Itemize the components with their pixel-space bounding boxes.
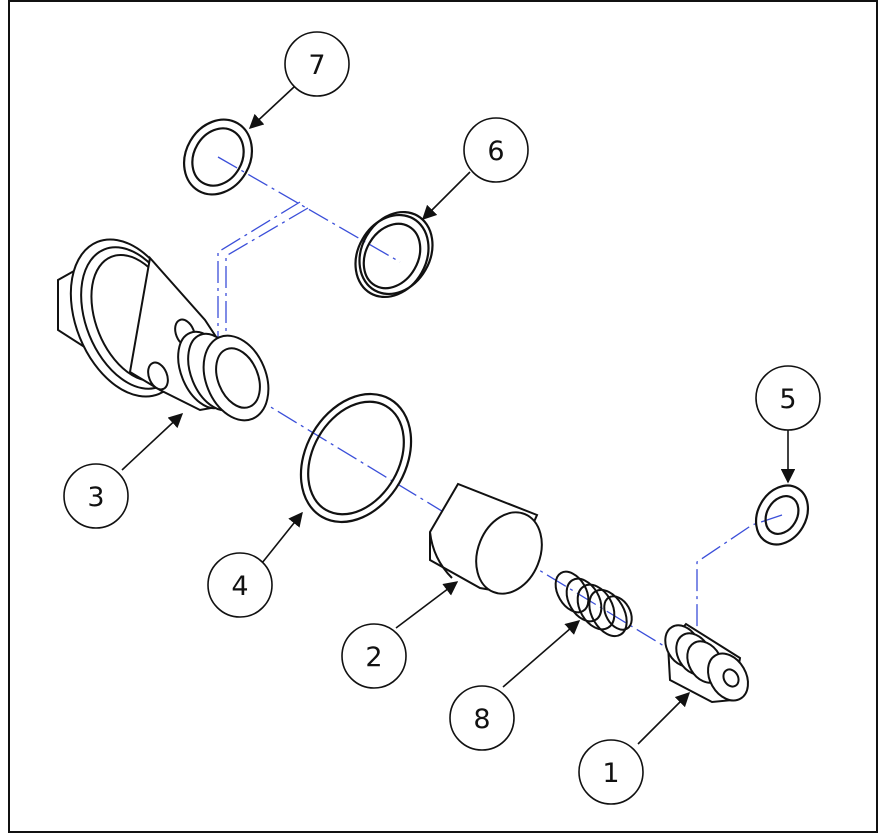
part-small-washer-5 [754,484,810,546]
leader-lines [121,86,796,745]
balloon-3: 3 [63,463,129,529]
leader-2 [395,581,459,629]
balloon-8: 8 [449,685,515,751]
balloon-label: 6 [487,136,504,167]
balloon-label: 1 [602,758,619,789]
leader-4 [261,511,303,564]
balloons: 7 6 5 3 4 2 8 1 [63,31,821,805]
balloon-label: 5 [779,384,796,415]
balloon-label: 4 [231,571,248,602]
part-nose-fitting-1 [664,622,749,704]
balloon-1: 1 [578,739,644,805]
balloon-label: 8 [473,704,490,735]
leader-3 [121,413,184,471]
leader-1 [637,691,691,745]
part-large-o-ring-4 [299,392,413,524]
balloon-label: 7 [308,50,325,81]
balloon-2: 2 [341,623,407,689]
centerlines [217,156,783,681]
washer-offset-centerline [696,514,783,645]
seal-offset-centerline-a [217,201,301,375]
part-o-ring-7 [183,118,253,196]
balloon-4: 4 [207,552,273,618]
balloon-5: 5 [755,365,821,431]
balloon-6: 6 [463,117,529,183]
part-sleeve-2 [429,482,543,595]
drawing-border [8,0,878,833]
balloon-label: 2 [365,642,382,673]
balloon-7: 7 [284,31,350,97]
part-backup-ring-6 [354,210,434,299]
balloon-label: 3 [87,482,104,513]
leader-6 [421,171,471,221]
leader-8 [502,620,581,688]
leader-7 [248,86,295,129]
part-spring-8 [554,570,633,638]
part-cartridge-body-3 [57,238,270,422]
